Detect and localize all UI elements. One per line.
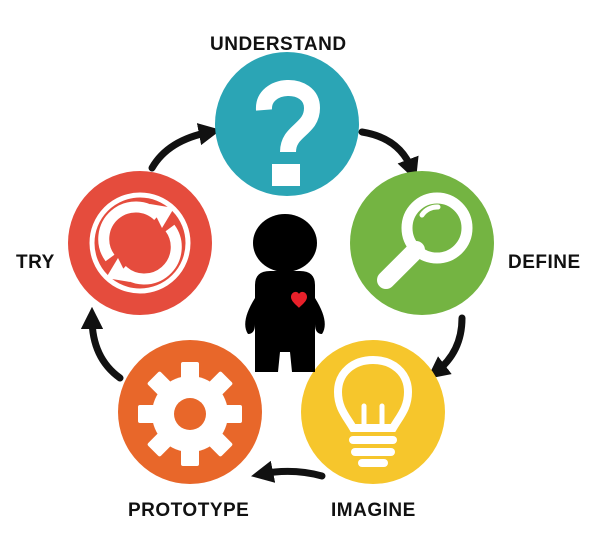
try-circle: [68, 171, 212, 315]
understand-label: UNDERSTAND: [210, 34, 347, 55]
understand-node: [215, 52, 359, 196]
heart-icon: [291, 291, 307, 308]
try-node: [68, 171, 212, 315]
arrow-understand-to-define: [358, 128, 419, 181]
gear-icon: [138, 362, 242, 466]
person-with-heart-icon: [245, 214, 325, 372]
arrow-prototype-to-try: [80, 306, 124, 382]
prototype-label: PROTOTYPE: [128, 500, 250, 521]
define-circle: [350, 171, 494, 315]
lightbulb-icon: [333, 355, 413, 467]
define-label: DEFINE: [508, 252, 581, 273]
arrow-define-to-imagine: [427, 314, 466, 379]
imagine-node: [301, 340, 445, 484]
try-label: TRY: [16, 252, 55, 273]
arrow-try-to-understand: [148, 123, 222, 172]
arrow-imagine-to-prototype: [251, 460, 326, 483]
imagine-label: IMAGINE: [331, 500, 416, 521]
refresh-cycle-icon: [89, 192, 191, 294]
cycle-arrows: [80, 123, 466, 483]
imagine-circle: [301, 340, 445, 484]
prototype-node: [118, 340, 262, 484]
define-node: [350, 171, 494, 315]
magnifier-icon: [377, 192, 473, 289]
understand-circle: [215, 52, 359, 196]
question-mark-icon: [256, 80, 321, 186]
